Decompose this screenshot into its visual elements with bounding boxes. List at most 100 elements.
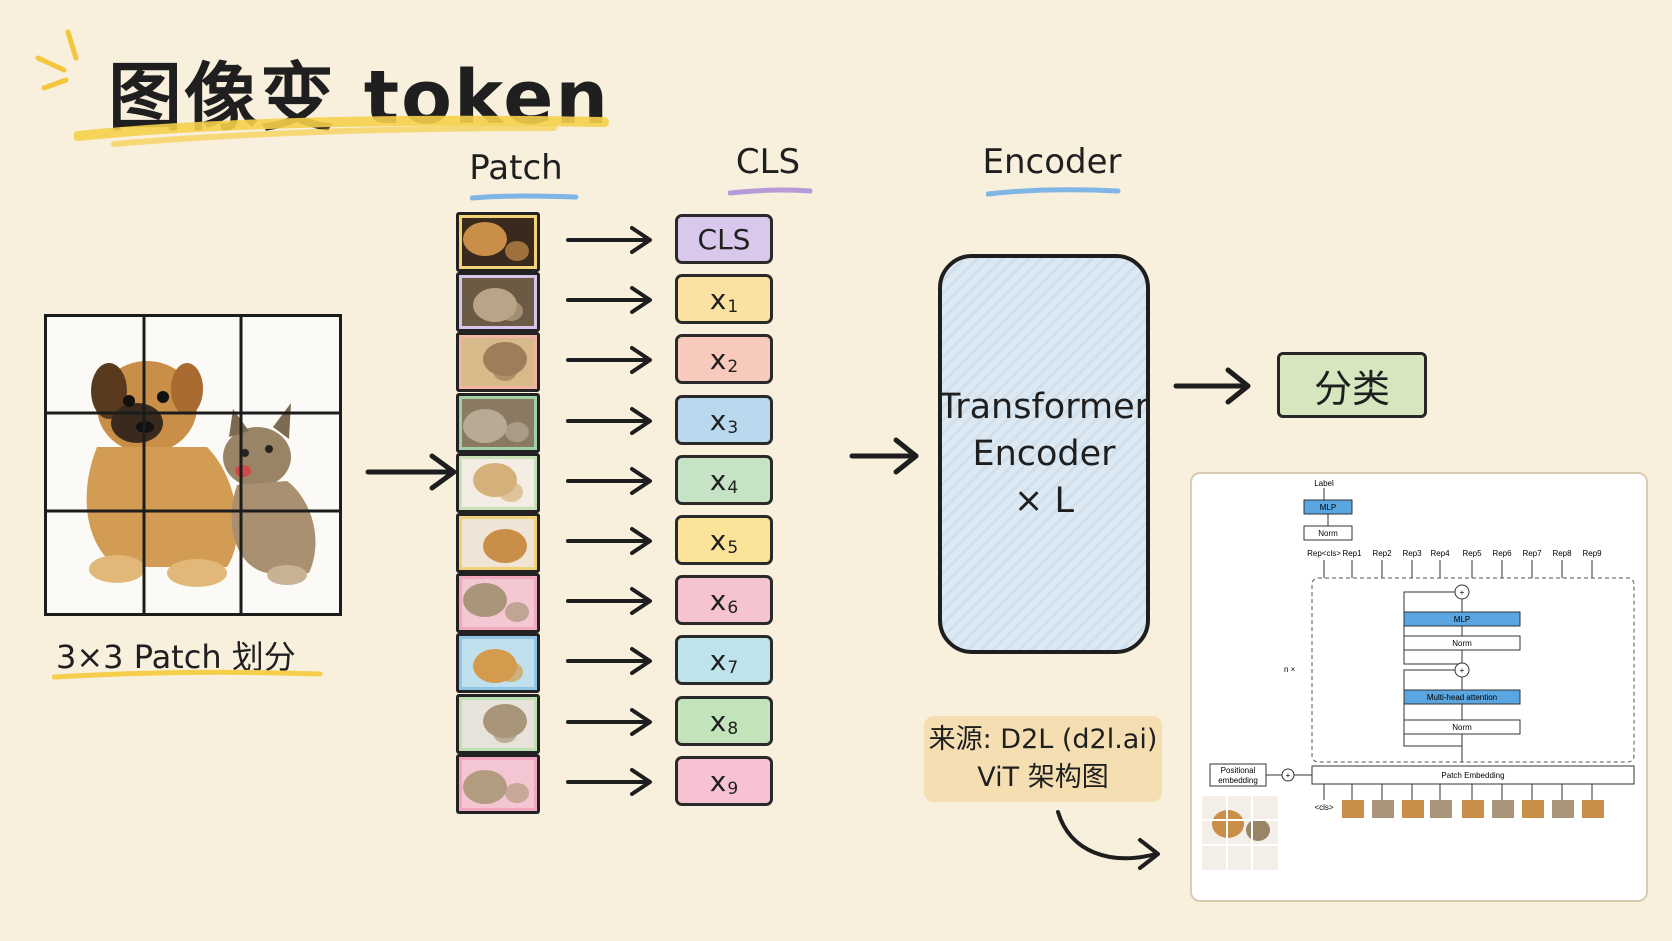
- token-label: x: [709, 583, 727, 617]
- arrow-patch-to-token-4: [566, 467, 652, 495]
- token-label: CLS: [697, 222, 751, 256]
- vit-pos-embed-text-2: embedding: [1218, 776, 1258, 785]
- svg-text:+: +: [1286, 771, 1291, 780]
- vit-patch-thumb-9: [1582, 800, 1604, 818]
- dog-cat-grid-image: [44, 314, 342, 616]
- arrow-to-classification: [1173, 367, 1251, 405]
- patch-tile-8: [456, 694, 540, 754]
- vit-rep-label-4: Rep4: [1430, 549, 1450, 558]
- token-label: x: [709, 463, 727, 497]
- arrow-patch-to-token-3: [566, 407, 652, 435]
- vit-rep-label-9: Rep9: [1582, 549, 1602, 558]
- patch-tile-9: [456, 754, 540, 814]
- token-subscript: 3: [727, 418, 739, 438]
- arrow-patch-to-token-0: [566, 226, 652, 254]
- vit-input-thumbnails: [1202, 796, 1278, 870]
- vit-patch-embedding-box: [1311, 765, 1635, 785]
- token-subscript: 2: [727, 357, 739, 377]
- token-subscript: 1: [727, 297, 739, 317]
- arrow-to-patches: [365, 453, 457, 491]
- patch-header-underline: [470, 193, 579, 201]
- vit-cls-tag: <cls>: [1314, 803, 1333, 812]
- vit-pos-embed-text-1: Positional: [1221, 766, 1256, 775]
- title-underline: [74, 115, 609, 147]
- vit-patch-thumb-6: [1492, 800, 1514, 818]
- cls-column-header: CLS: [735, 142, 801, 182]
- arrow-patch-to-token-6: [566, 587, 652, 615]
- grid-caption: 3×3 Patch 划分: [56, 638, 296, 676]
- encoder-header-underline: [986, 187, 1121, 197]
- vit-norm-mid-text: Norm: [1452, 639, 1472, 648]
- vit-rep-label-7: Rep7: [1522, 549, 1542, 558]
- vit-rep-label-3: Rep3: [1402, 549, 1422, 558]
- vit-patch-embedding-text: Patch Embedding: [1441, 771, 1504, 780]
- arrow-patch-to-token-5: [566, 527, 652, 555]
- cls-header-underline: [728, 187, 813, 196]
- patch-tile-7: [456, 633, 540, 693]
- vit-n-times: n ×: [1284, 665, 1296, 674]
- vit-patch-thumb-3: [1402, 800, 1424, 818]
- token-label: x: [709, 342, 727, 376]
- vit-patch-thumbnails: [1342, 800, 1604, 818]
- patch-tile-5: [456, 513, 540, 573]
- vit-patch-thumb-2: [1372, 800, 1394, 818]
- cls-token: CLS: [675, 214, 773, 264]
- patch-tile-0: [456, 212, 540, 272]
- source-note: 来源: D2L (d2l.ai) ViT 架构图: [924, 716, 1162, 802]
- vit-norm-bottom-text: Norm: [1452, 723, 1472, 732]
- vit-rep-label-5: Rep5: [1462, 549, 1482, 558]
- arrow-patch-to-token-8: [566, 708, 652, 736]
- vit-top-mlp-text: MLP: [1320, 503, 1336, 512]
- vit-rep-label-0: Rep<cls>: [1307, 549, 1341, 558]
- svg-text:+: +: [1460, 588, 1465, 597]
- svg-text:+: +: [1460, 666, 1465, 675]
- token-label: x: [709, 282, 727, 316]
- vit-patch-thumb-5: [1462, 800, 1484, 818]
- token-label: x: [709, 403, 727, 437]
- patch-tile-6: [456, 573, 540, 633]
- grid-lines: [47, 317, 339, 613]
- patch-column-header: Patch: [469, 148, 563, 188]
- token-label: x: [709, 643, 727, 677]
- patch-tile-1: [456, 272, 540, 332]
- arrow-patch-to-token-2: [566, 346, 652, 374]
- patch-tile-2: [456, 332, 540, 392]
- patch-tile-4: [456, 453, 540, 513]
- encoder-line-1: Transformer: [938, 386, 1150, 427]
- vit-mha-text: Multi-head attention: [1427, 693, 1497, 702]
- token-subscript: 8: [727, 719, 739, 739]
- token-label: x: [709, 704, 727, 738]
- vit-patch-thumb-1: [1342, 800, 1364, 818]
- vit-patch-thumb-7: [1522, 800, 1544, 818]
- vit-top-norm-box: [1303, 525, 1353, 541]
- vit-rep-label-1: Rep1: [1342, 549, 1362, 558]
- source-note-line-1: 来源: D2L (d2l.ai): [928, 724, 1158, 755]
- vit-label-text: Label: [1314, 479, 1334, 488]
- token-subscript: 9: [727, 779, 739, 799]
- transformer-encoder-block: Transformer Encoder × L: [938, 254, 1150, 654]
- token-label: x: [709, 764, 727, 798]
- vit-mlp-text: MLP: [1454, 615, 1470, 624]
- arrow-patch-to-token-7: [566, 647, 652, 675]
- encoder-column-header: Encoder: [982, 142, 1122, 182]
- token-label: x: [709, 523, 727, 557]
- token-subscript: 5: [727, 538, 739, 558]
- vit-rep-label-2: Rep2: [1372, 549, 1392, 558]
- arrow-to-encoder: [849, 437, 919, 475]
- vit-diagram: Label MLP Norm Rep<cls>Rep1 Rep2 Rep3 Rep4 R…: [1202, 479, 1635, 870]
- arrow-patch-to-token-1: [566, 286, 652, 314]
- sparkle-icon: [35, 29, 79, 91]
- patch-tile-3: [456, 393, 540, 453]
- token-subscript: 4: [727, 478, 739, 498]
- vit-architecture-figure: Label MLP Norm Rep<cls>Rep1 Rep2 Rep3 Rep4 R…: [1190, 472, 1648, 902]
- encoder-line-2: Encoder: [972, 433, 1116, 474]
- token-subscript: 6: [727, 598, 739, 618]
